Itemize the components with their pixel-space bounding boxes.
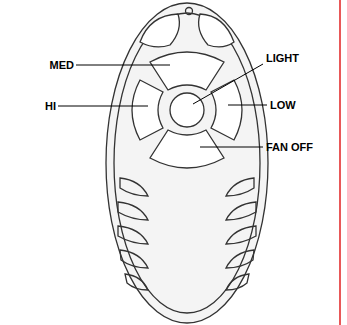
top-right-button: [199, 14, 234, 47]
button-label: MED: [50, 59, 74, 72]
button-label: HI: [45, 100, 56, 113]
margin-line: [339, 0, 341, 325]
button-label: FAN OFF: [266, 141, 313, 154]
left-grip: [118, 178, 148, 290]
right-grip: [226, 178, 256, 290]
button-label: LIGHT: [266, 52, 299, 65]
housing-inner-rim: [114, 13, 260, 313]
button-label: LOW: [270, 99, 296, 112]
med-button: [150, 52, 224, 90]
leader-lines: [58, 64, 267, 147]
low-button: [211, 80, 242, 140]
indicator-light: [186, 8, 193, 15]
remote-housing: [106, 3, 268, 323]
fan-off-button: [150, 130, 224, 168]
top-left-button: [140, 14, 179, 47]
light-button: [170, 93, 204, 127]
hi-button: [132, 80, 163, 140]
